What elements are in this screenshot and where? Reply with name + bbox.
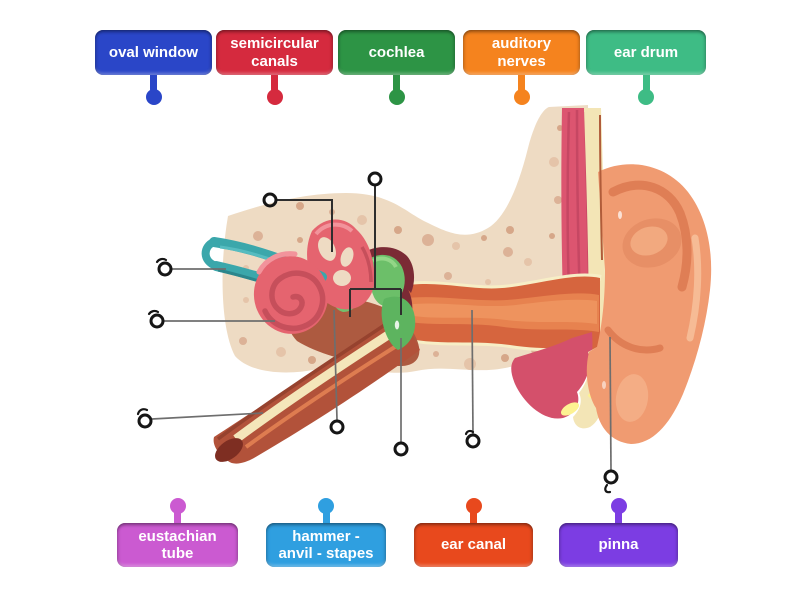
leader-line	[151, 412, 264, 420]
answer-pin-7[interactable]	[393, 338, 409, 457]
label-pin-dot	[388, 89, 405, 105]
label-ear-canal[interactable]: ear canal	[414, 523, 533, 567]
eustachian-tube-art	[213, 314, 420, 464]
label-semicircular-canals[interactable]: semicircular canals	[216, 30, 333, 75]
label-pin-stem	[393, 71, 400, 93]
label-cochlea[interactable]: cochlea	[338, 30, 455, 75]
ring-tail	[464, 429, 475, 436]
label-text: ear drum	[613, 43, 679, 61]
ring-target[interactable]	[157, 261, 173, 277]
label-oval-window[interactable]: oval window	[95, 30, 212, 75]
label-pin-dot	[638, 89, 654, 105]
label-pin-stem	[470, 505, 477, 527]
label-text: semicircular canals	[230, 35, 319, 70]
answer-pin-8[interactable]	[464, 309, 481, 449]
ring-tail	[604, 483, 612, 494]
ring-tail	[155, 257, 168, 264]
label-pin-stem	[615, 505, 622, 527]
ring-target[interactable]	[367, 171, 383, 187]
label-eustachian-tube[interactable]: eustachian tube	[117, 523, 238, 567]
label-pin-stem	[150, 71, 157, 93]
leader-line	[277, 199, 333, 252]
label-pin-stem	[642, 71, 650, 93]
pinna-art	[586, 114, 712, 444]
answer-pin-2[interactable]	[349, 171, 402, 317]
label-pin-dot	[266, 89, 283, 105]
label-pin-dot	[465, 498, 482, 514]
label-pin-dot	[610, 498, 627, 514]
diagram-answer-markers	[136, 171, 619, 494]
cochlea-art	[253, 251, 329, 334]
label-text: cochlea	[368, 43, 425, 61]
leader-line	[349, 186, 402, 317]
ear-canal-art	[386, 273, 602, 354]
ring-tail	[147, 309, 160, 316]
label-auditory-nerves[interactable]: auditory nerves	[463, 30, 580, 75]
label-pin-stem	[518, 71, 525, 93]
label-text: oval window	[108, 43, 199, 61]
answer-pin-1[interactable]	[262, 192, 333, 252]
leader-line	[333, 309, 338, 421]
answer-pin-4[interactable]	[147, 309, 275, 329]
ring-target[interactable]	[465, 433, 481, 449]
leader-line	[471, 309, 474, 435]
ring-target[interactable]	[393, 441, 409, 457]
ring-target[interactable]	[137, 413, 153, 429]
label-text: ear canal	[440, 536, 507, 554]
label-pin-dot	[145, 89, 162, 105]
label-pinna[interactable]: pinna	[559, 523, 678, 567]
label-hammer-anvil-stapes[interactable]: hammer - anvil - stapes	[266, 523, 386, 567]
ring-target[interactable]	[262, 192, 278, 208]
label-pin-stem	[322, 505, 330, 527]
label-pin-dot	[169, 498, 186, 514]
leader-line	[609, 336, 612, 471]
answer-pin-3[interactable]	[155, 257, 226, 277]
ring-tail	[136, 408, 149, 416]
label-text: hammer - anvil - stapes	[278, 527, 374, 562]
answer-pin-6[interactable]	[329, 309, 345, 435]
label-pin-dot	[318, 498, 334, 514]
answer-pin-5[interactable]	[136, 408, 264, 429]
label-pin-dot	[513, 89, 530, 105]
label-text: eustachian tube	[138, 527, 217, 562]
ring-target[interactable]	[603, 469, 619, 485]
label-pin-stem	[174, 505, 181, 527]
ring-target[interactable]	[329, 419, 345, 435]
ring-target[interactable]	[149, 313, 165, 329]
label-text: auditory nerves	[491, 35, 552, 70]
label-ear-drum[interactable]: ear drum	[586, 30, 706, 75]
answer-pin-9[interactable]	[603, 336, 619, 494]
label-pin-stem	[271, 71, 278, 93]
label-text: pinna	[598, 536, 639, 554]
